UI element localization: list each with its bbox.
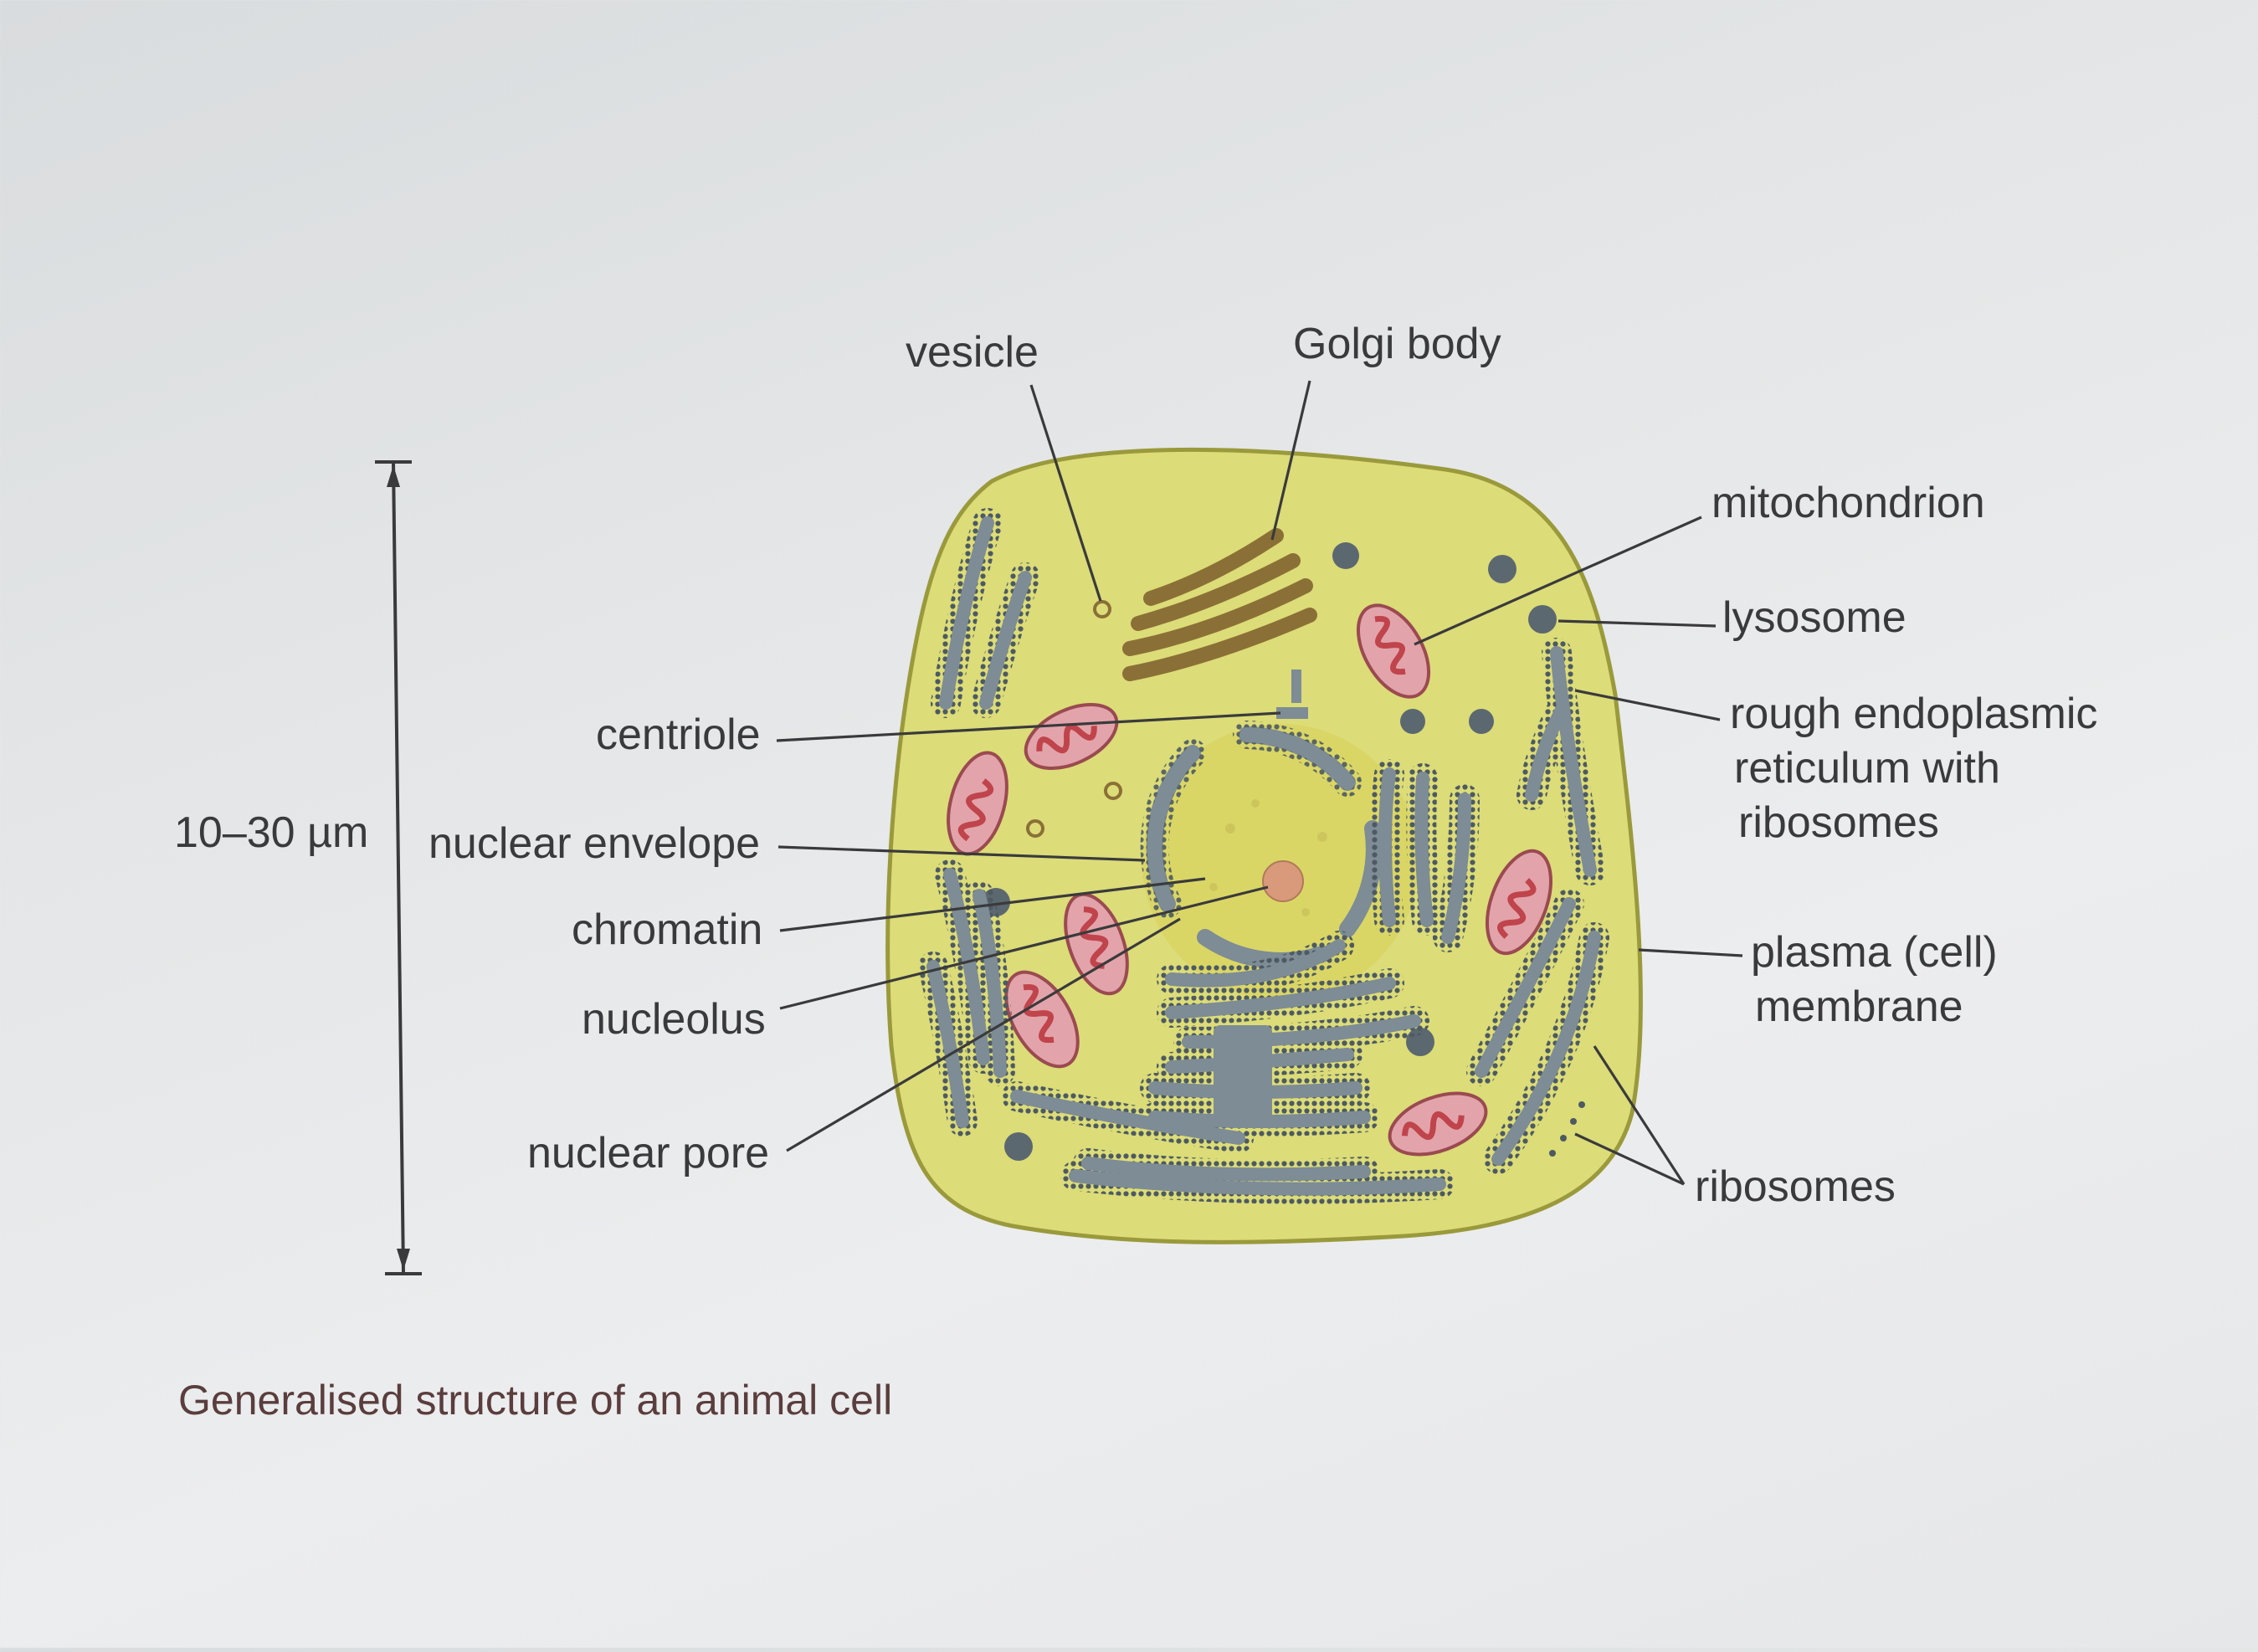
- label-vesicle: vesicle: [906, 328, 1039, 377]
- leader-nucleolus: [779, 885, 1269, 1010]
- label-nucleolus: nucleolus: [582, 995, 766, 1044]
- label-mitochondrion: mitochondrion: [1711, 479, 1985, 527]
- leader-chromatin: [779, 877, 1206, 932]
- mitochondria: [947, 603, 1552, 1157]
- label-golgi-body: Golgi body: [1293, 320, 1501, 368]
- label-nuclear-pore: nuclear pore: [527, 1129, 769, 1177]
- label-chromatin: chromatin: [572, 906, 762, 954]
- scale-bar: [375, 460, 422, 1275]
- golgi-body: [1122, 528, 1317, 681]
- label-nuclear-envelope: nuclear envelope: [429, 819, 760, 868]
- centriole: [1276, 670, 1308, 719]
- scale-label: 10–30 µm: [174, 808, 368, 857]
- label-rough-er-line3: ribosomes: [1738, 798, 1939, 847]
- leader-lines: [776, 380, 1743, 1186]
- lysosomes: [982, 542, 1557, 1161]
- labels: vesicle Golgi body mitochondrion lysosom…: [429, 320, 2097, 1211]
- vesicles: [1026, 600, 1122, 838]
- leader-ribosomes-b: [1574, 1132, 1685, 1186]
- label-plasma-membrane-line2: membrane: [1755, 982, 1963, 1031]
- label-plasma-membrane-line1: plasma (cell): [1751, 928, 1998, 977]
- chromatin: [1209, 799, 1327, 916]
- leader-ribosomes-a: [1593, 1045, 1686, 1185]
- leader-mitochondrion: [1414, 516, 1702, 646]
- free-ribosomes: [1549, 1101, 1585, 1157]
- nucleolus: [1262, 860, 1304, 902]
- leader-vesicle: [1029, 384, 1102, 602]
- label-ribosomes: ribosomes: [1695, 1162, 1896, 1211]
- leader-rough-er: [1574, 689, 1721, 721]
- leader-nuclear-envelope: [777, 845, 1146, 862]
- label-centriole: centriole: [596, 711, 761, 759]
- leader-plasma-membrane: [1638, 948, 1743, 957]
- leader-nuclear-pore: [786, 917, 1181, 1152]
- label-lysosome: lysosome: [1722, 593, 1906, 642]
- label-rough-er-line2: reticulum with: [1734, 744, 2000, 793]
- er-connectors: [1214, 1025, 1272, 1126]
- leader-golgi: [1270, 380, 1311, 541]
- label-rough-er-line1: rough endoplasmic: [1730, 690, 2097, 738]
- figure-caption: Generalised structure of an animal cell: [178, 1377, 892, 1424]
- leader-lysosome: [1558, 619, 1717, 628]
- leader-centriole: [776, 711, 1281, 742]
